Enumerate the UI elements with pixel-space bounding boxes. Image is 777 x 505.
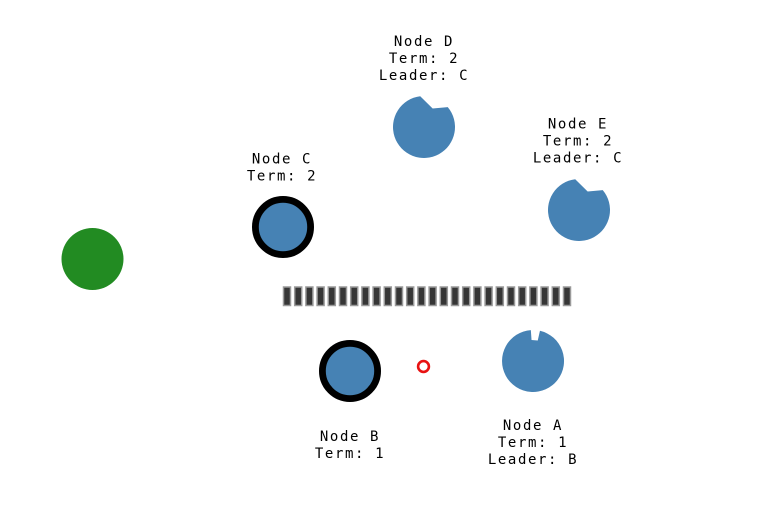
partition-bar — [461, 286, 471, 307]
node-c-label-line: Node C — [252, 152, 312, 168]
node-b-label-line: Node B — [320, 429, 380, 445]
partition-bar — [495, 286, 505, 307]
partition-bar — [540, 286, 549, 307]
partition-bar — [450, 286, 460, 307]
node-e-label-line: Term: 2 — [543, 134, 613, 150]
partition-bar — [338, 286, 348, 307]
partition-bar — [383, 286, 393, 307]
node-c-leader-circle[interactable] — [251, 195, 314, 258]
node-a-label-line: Node A — [503, 418, 563, 434]
partition-bar — [394, 286, 404, 307]
node-e-label-line: Leader: C — [533, 151, 623, 167]
node-d-label-line: Node D — [394, 34, 454, 50]
partition-bar — [417, 286, 426, 307]
partition-bar — [293, 286, 303, 307]
partition-bar — [305, 286, 314, 307]
node-d-label-line: Term: 2 — [389, 51, 459, 67]
partition-bar — [551, 286, 561, 307]
node-d-follower-circle[interactable] — [393, 96, 456, 158]
partition-bar — [439, 286, 449, 307]
partition-bar — [405, 286, 415, 307]
partition-bar — [484, 286, 493, 307]
partition-bar — [372, 286, 381, 307]
partition-bar — [327, 286, 337, 307]
partition-bar — [473, 286, 482, 307]
node-b-label-line: Term: 1 — [315, 446, 385, 462]
partition-bar — [517, 286, 527, 307]
node-e-label-line: Node E — [548, 117, 608, 133]
partition-bar — [428, 286, 437, 307]
node-a-follower-circle[interactable] — [502, 330, 565, 393]
node-d-label-line: Leader: C — [379, 68, 469, 84]
network-partition — [282, 286, 572, 307]
partition-bar — [349, 286, 359, 307]
node-b-leader-circle[interactable] — [318, 339, 381, 402]
node-e-follower-circle[interactable] — [548, 179, 611, 241]
node-a-label-line: Leader: B — [488, 452, 578, 468]
partition-bar — [282, 286, 292, 307]
client-circle[interactable] — [61, 228, 124, 290]
partition-bar — [361, 286, 370, 307]
node-a-label-line: Term: 1 — [498, 435, 568, 451]
partition-bar — [506, 286, 516, 307]
partition-bar — [316, 286, 325, 307]
message-circle — [416, 359, 431, 374]
node-c-label-line: Term: 2 — [247, 169, 317, 185]
partition-bar — [529, 286, 538, 307]
partition-bar — [562, 286, 572, 307]
